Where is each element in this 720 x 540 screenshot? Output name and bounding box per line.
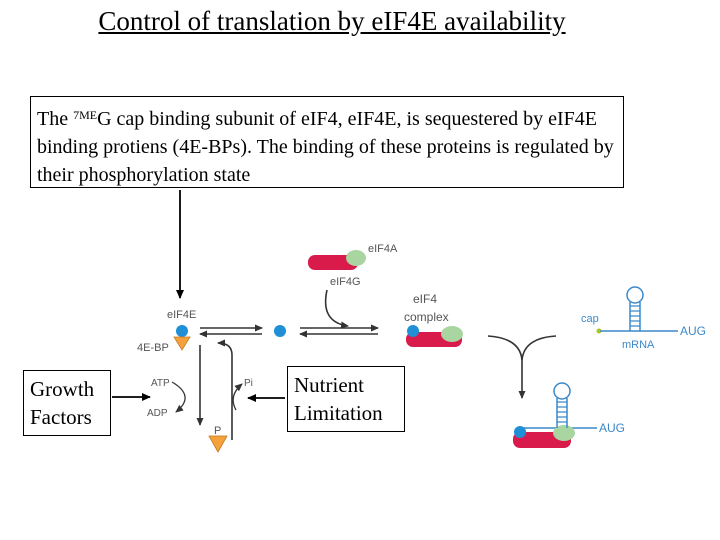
description-box: The 7MEG cap binding subunit of eIF4, eI…: [30, 96, 624, 188]
eif4a-label: eIF4A: [368, 243, 398, 255]
page-title: Control of translation by eIF4E availabi…: [98, 6, 566, 36]
eif4-complex-eif4a: [441, 326, 463, 342]
mrna-loop-bottom: [553, 382, 571, 400]
mrna-loop-top: [626, 286, 644, 304]
pi-release-curve: [232, 383, 243, 411]
eif4-complex-label-line2: complex: [404, 310, 449, 324]
description-text: G cap binding subunit of eIF4, eIF4E, is…: [37, 108, 614, 186]
pi-label: Pi: [244, 378, 253, 389]
aug-label-bottom: AUG: [599, 421, 625, 435]
eif4g-joining-arrow: [324, 289, 349, 329]
description-prefix: The: [37, 108, 74, 130]
mrna-label: mRNA: [622, 339, 655, 351]
phosphate-label: P: [214, 425, 221, 437]
bound-eif4a-blob: [553, 425, 575, 441]
mrna-binding-arrow: [487, 335, 557, 361]
atp-label: ATP: [151, 378, 170, 389]
mrna-stem-rungs-top: [630, 305, 640, 327]
eif4-complex-label-line1: eIF4: [413, 292, 437, 306]
4ebp-triangle-bound: [173, 336, 191, 351]
4ebp-label: 4E-BP: [137, 342, 169, 354]
description-superscript: 7ME: [73, 108, 98, 122]
eif4-complex-eif4e: [407, 325, 419, 337]
eif4g-block-top: [308, 255, 358, 270]
cap-label: cap: [581, 313, 599, 325]
growth-factors-box: Growth Factors: [23, 370, 111, 436]
nutrient-limitation-box: Nutrient Limitation: [287, 366, 405, 432]
eif4a-blob-top: [346, 250, 366, 266]
bound-eif4e-dot: [514, 426, 526, 438]
atp-adp-curve: [171, 381, 186, 413]
adp-label: ADP: [147, 408, 168, 419]
eif4e-dot-free: [274, 325, 286, 337]
eif4e-label: eIF4E: [167, 309, 196, 321]
mrna-cap-dot: [596, 328, 602, 334]
eif4g-label: eIF4G: [330, 276, 361, 288]
eif4e-dot-bound: [176, 325, 188, 337]
aug-label-top: AUG: [680, 324, 706, 338]
phospho-cycle-right-line: [217, 339, 233, 440]
mrna-stem-rungs-bottom: [557, 401, 567, 423]
4ebp-triangle-phosphorylated: [208, 435, 228, 453]
